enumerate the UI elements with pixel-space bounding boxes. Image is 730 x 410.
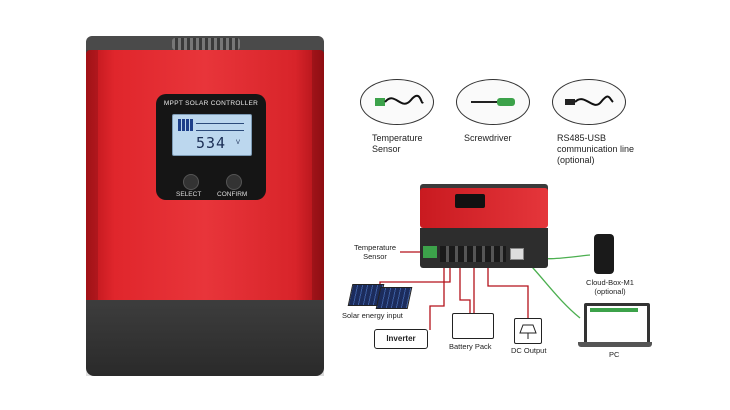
controller-terminal-cover (86, 300, 324, 376)
temperature-sensor-port (423, 246, 437, 258)
temperature-sensor-label: Temperature Sensor (372, 133, 423, 154)
confirm-button[interactable] (226, 174, 242, 190)
terminal-screws (440, 246, 506, 262)
lamp-shape (519, 324, 537, 339)
lcd-value: 534 (196, 134, 227, 152)
dc-output-label: DC Output (511, 346, 547, 355)
temperature-sensor-cable-icon (375, 94, 424, 106)
lamp-icon (514, 318, 542, 344)
confirm-label: CONFIRM (217, 191, 248, 198)
inverter-box: Inverter (374, 329, 428, 349)
usb-cable-accessory (552, 79, 626, 125)
controller-side-right (312, 50, 324, 376)
usb-cable-label: RS485-USB communication line (optional) (557, 133, 635, 165)
laptop-screen-bar (590, 308, 638, 312)
battery-label: Battery Pack (449, 342, 492, 351)
screwdriver-label: Screwdriver (464, 133, 512, 143)
select-label: SELECT (176, 191, 202, 198)
lcd-flow-indicator (196, 123, 244, 131)
laptop-base (578, 342, 652, 347)
solar-panel-icon-2 (375, 287, 413, 309)
screwdriver-accessory (456, 79, 530, 125)
cloud-box-label: Cloud-Box-M1 (optional) (586, 278, 634, 296)
select-button[interactable] (183, 174, 199, 190)
battery-icon (452, 313, 494, 339)
solar-panel-icon (178, 119, 194, 131)
cloud-box-icon (594, 234, 614, 274)
mini-controller-display (455, 194, 485, 208)
rs485-port (510, 248, 524, 260)
diagram-temperature-sensor-label: Temperature Sensor (353, 243, 397, 261)
controller-side-left (86, 50, 98, 376)
usb-cable-icon (565, 95, 614, 106)
pc-label: PC (609, 350, 620, 359)
panel-title: MPPT SOLAR CONTROLLER (163, 100, 259, 107)
lcd-unit: V (236, 140, 241, 146)
screwdriver-icon (471, 98, 515, 106)
solar-input-label: Solar energy input (342, 311, 403, 320)
controller-fan-grille (172, 38, 240, 50)
temperature-sensor-accessory (360, 79, 434, 125)
